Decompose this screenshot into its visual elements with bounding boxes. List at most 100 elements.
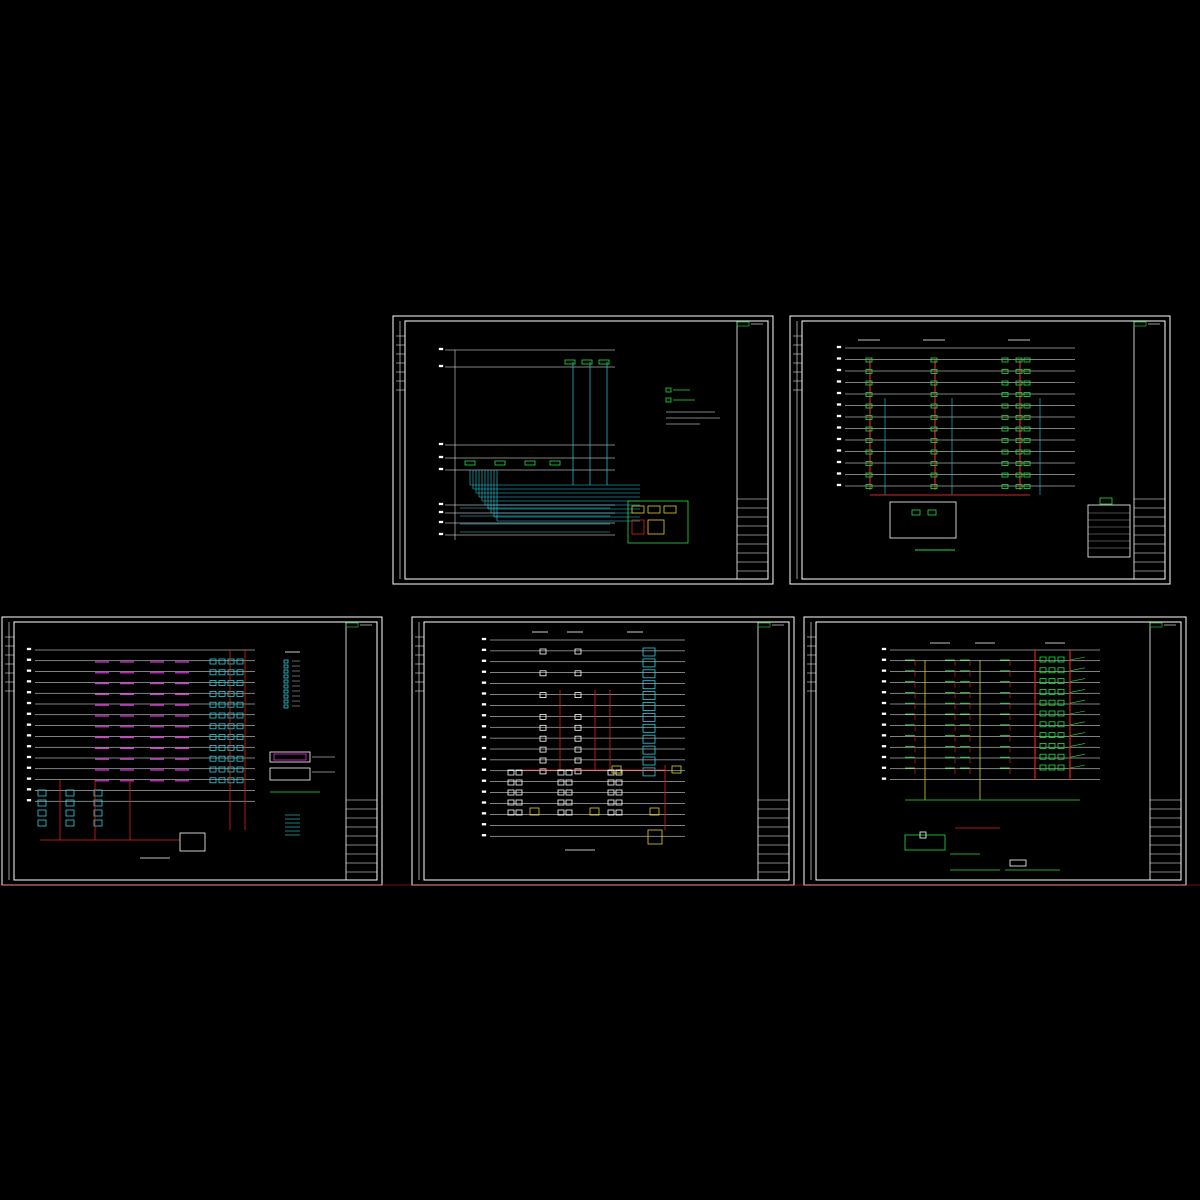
device-box bbox=[865, 392, 873, 397]
green-branch bbox=[1069, 699, 1086, 704]
floor-label-mark bbox=[881, 777, 887, 780]
floor-label-mark bbox=[26, 777, 32, 780]
cyan-device bbox=[227, 723, 235, 730]
device-box bbox=[615, 769, 623, 776]
sheet-inner-border bbox=[404, 320, 769, 580]
floor-label-mark bbox=[26, 647, 32, 651]
floor-label-mark bbox=[481, 746, 487, 750]
floor-label-mark bbox=[26, 745, 32, 748]
cyan-device bbox=[236, 723, 244, 730]
sheet-outer-border bbox=[411, 616, 795, 886]
device-box bbox=[1015, 438, 1023, 443]
floor-label-mark bbox=[881, 734, 887, 737]
device-box bbox=[1039, 689, 1047, 695]
drawing-sheet-4[interactable] bbox=[411, 616, 795, 886]
device-box bbox=[1048, 689, 1056, 695]
floor-label-mark bbox=[836, 414, 842, 418]
device-box bbox=[539, 648, 547, 655]
cyan-device bbox=[642, 756, 656, 766]
cyan-device bbox=[236, 701, 244, 708]
device-box bbox=[574, 692, 582, 698]
device-box bbox=[557, 789, 565, 796]
cyan-device bbox=[37, 809, 47, 817]
legend-symbol bbox=[273, 753, 307, 761]
device-box bbox=[615, 789, 623, 796]
sheet-inner-border bbox=[13, 621, 378, 881]
floor-label-mark bbox=[438, 347, 444, 351]
device-box bbox=[539, 735, 547, 742]
green-branch bbox=[1069, 753, 1086, 758]
device-box bbox=[557, 809, 565, 816]
floor-label-mark bbox=[481, 779, 487, 782]
cyan-device bbox=[209, 734, 217, 740]
device-box bbox=[539, 757, 547, 764]
cyan-device bbox=[227, 658, 235, 665]
floor-label-mark bbox=[836, 368, 842, 372]
panel-module bbox=[631, 505, 645, 514]
cyan-device bbox=[218, 701, 226, 708]
device-box bbox=[1023, 403, 1031, 409]
device-box bbox=[930, 369, 938, 374]
device-box bbox=[574, 757, 582, 764]
device-box bbox=[1023, 357, 1031, 363]
device-box bbox=[1057, 699, 1065, 706]
drawing-sheet-5[interactable] bbox=[803, 616, 1187, 886]
cyan-device bbox=[37, 789, 47, 797]
device-box bbox=[1015, 380, 1023, 386]
yellow-device bbox=[671, 765, 682, 774]
device-box bbox=[1048, 699, 1056, 706]
floor-label-mark bbox=[438, 442, 444, 446]
cyan-device bbox=[642, 767, 656, 777]
device-box bbox=[1015, 369, 1023, 374]
device-box bbox=[1057, 678, 1065, 684]
device-box bbox=[1001, 426, 1009, 432]
floor-label-mark bbox=[26, 723, 32, 726]
floor-label-mark bbox=[481, 823, 487, 826]
device-box bbox=[557, 779, 565, 786]
device-box bbox=[1039, 732, 1047, 738]
drawing-sheet-2[interactable] bbox=[789, 315, 1171, 585]
device-box bbox=[574, 670, 582, 677]
drawing-sheet-1[interactable] bbox=[392, 315, 774, 585]
drawing-sheet-3[interactable] bbox=[1, 616, 383, 886]
device-box bbox=[515, 779, 523, 786]
legend-symbol bbox=[283, 669, 289, 674]
sheet-inner-border bbox=[801, 320, 1166, 580]
legend-symbol bbox=[283, 694, 289, 699]
cyan-device bbox=[93, 809, 103, 817]
device-box bbox=[515, 789, 523, 796]
device-box bbox=[1023, 438, 1031, 443]
sheet-outer-border bbox=[392, 315, 774, 585]
floor-label-mark bbox=[26, 669, 32, 672]
device-box bbox=[515, 769, 523, 776]
floor-label-mark bbox=[438, 532, 444, 536]
device-box bbox=[515, 809, 523, 816]
device-box bbox=[1039, 710, 1047, 717]
floor-label-mark bbox=[481, 637, 487, 641]
yellow-device bbox=[649, 807, 660, 816]
device-box bbox=[1023, 369, 1031, 374]
sheet-outer-border bbox=[803, 616, 1187, 886]
control-panel bbox=[647, 829, 663, 845]
device-box bbox=[1001, 369, 1009, 374]
device-box bbox=[1057, 743, 1065, 749]
device-box bbox=[1057, 689, 1065, 695]
device-box bbox=[1048, 656, 1056, 663]
device-box bbox=[1001, 357, 1009, 363]
floor-label-mark bbox=[481, 735, 487, 739]
legend-table bbox=[1087, 504, 1131, 558]
cyan-device bbox=[227, 701, 235, 708]
floor-label-mark bbox=[481, 725, 487, 728]
legend-box bbox=[1009, 859, 1027, 867]
stamp-mark bbox=[736, 321, 750, 327]
device-box bbox=[1023, 461, 1031, 466]
yellow-device bbox=[529, 807, 540, 816]
cyan-device bbox=[65, 799, 75, 807]
device-box bbox=[930, 472, 938, 478]
floor-label-mark bbox=[836, 449, 842, 452]
floor-label-mark bbox=[26, 712, 32, 715]
green-branch bbox=[1069, 743, 1086, 747]
device-box bbox=[865, 449, 873, 455]
cyan-device bbox=[642, 723, 656, 733]
floor-label-mark bbox=[881, 723, 887, 726]
